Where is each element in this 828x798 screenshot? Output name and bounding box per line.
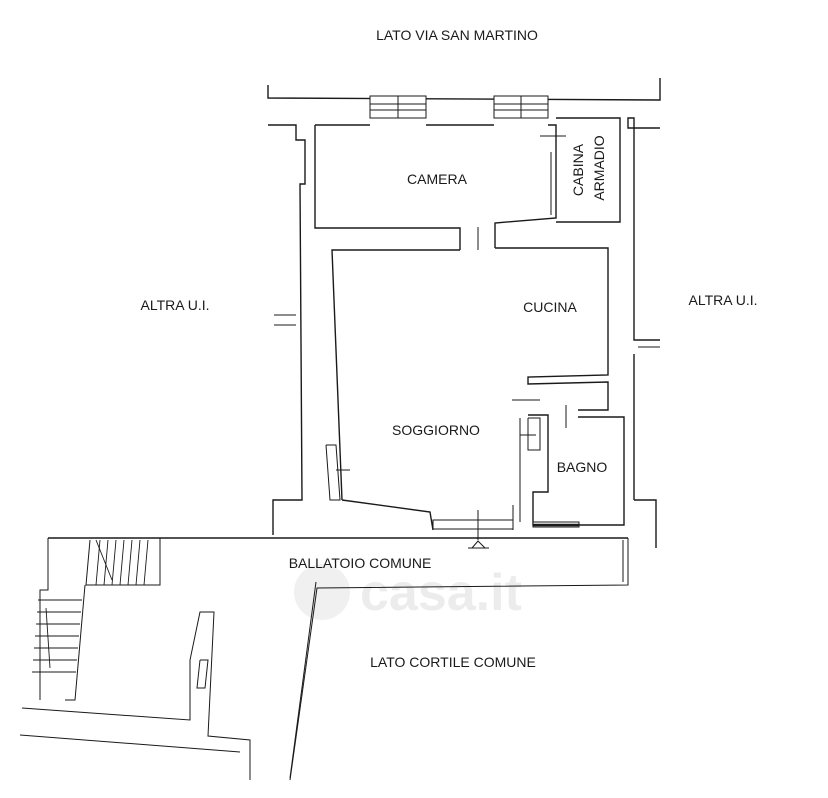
room-cucina-label: CUCINA [523,299,577,315]
watermark-text: casa.it [360,564,522,622]
walkway-and-courtyard [19,537,629,781]
walkway-label: BALLATOIO COMUNE [289,555,432,571]
watermark: casa.it [294,564,522,622]
right-side-label: ALTRA U.I. [689,292,758,308]
left-side-label: ALTRA U.I. [141,297,210,313]
room-bagno-label: BAGNO [557,459,608,475]
room-camera-label: CAMERA [407,171,468,187]
interior-walls [314,117,625,549]
outer-walls [267,78,661,548]
stair-treads [32,539,149,673]
room-soggiorno-label: SOGGIORNO [392,422,480,438]
bottom-side-label: LATO CORTILE COMUNE [370,654,536,670]
room-cabina-label: CABINA [570,143,586,196]
top-windows [369,95,549,119]
room-armadio-label: ARMADIO [591,135,607,200]
top-side-label: LATO VIA SAN MARTINO [376,27,538,43]
labels: LATO VIA SAN MARTINO ALTRA U.I. ALTRA U.… [141,27,758,670]
